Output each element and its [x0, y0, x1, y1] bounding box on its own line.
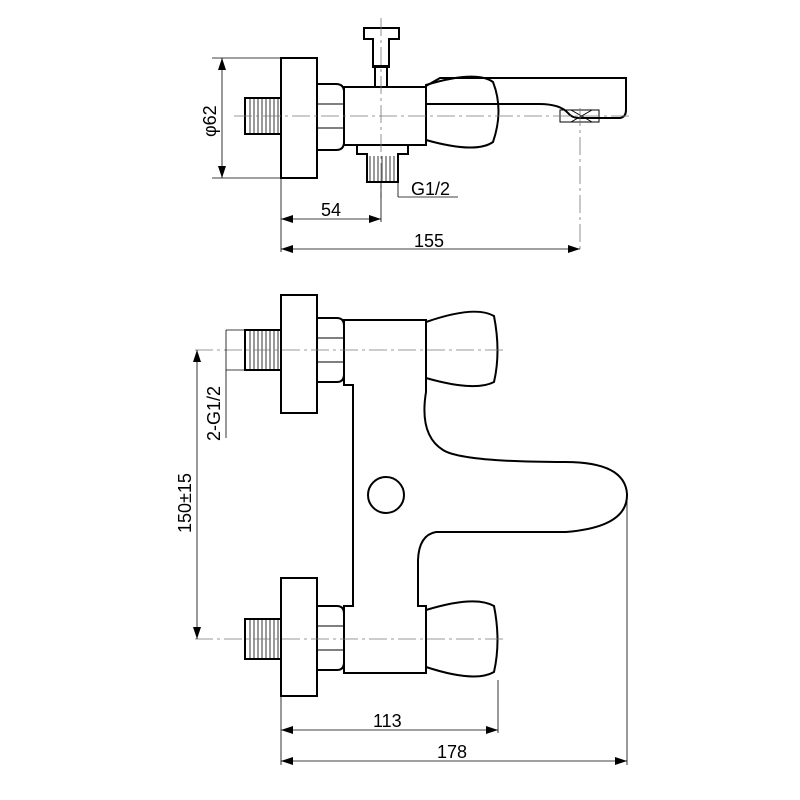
top-handle: [425, 75, 500, 149]
front-lower-handle: [425, 600, 499, 678]
top-view: φ62 G1/2 54 155: [200, 18, 630, 253]
dimension-113-label: 113: [373, 711, 402, 731]
front-lower-inlet-thread: [244, 618, 282, 660]
top-wall-flange: [280, 57, 318, 179]
top-diameter-label: φ62: [200, 105, 220, 137]
front-thread-label: 2-G1/2: [204, 386, 224, 441]
front-lower-nut: [316, 605, 345, 671]
front-diverter-knob: [367, 476, 405, 514]
top-thread-label: G1/2: [411, 179, 450, 199]
top-nut: [316, 83, 345, 151]
front-lower-flange: [280, 577, 318, 697]
top-diverter-knob: [363, 27, 400, 68]
dimension-178-label: 178: [437, 742, 467, 762]
front-upper-flange: [280, 294, 318, 414]
top-outlet-thread: [356, 144, 409, 183]
front-upper-inlet-thread: [244, 329, 282, 371]
dimension-54-label: 54: [321, 200, 341, 220]
front-spacing-label: 150±15: [175, 473, 195, 533]
dimension-155-label: 155: [414, 231, 444, 251]
front-upper-handle: [425, 310, 499, 388]
top-spout: [425, 77, 627, 119]
front-view: 2-G1/2 150±15 113 178: [175, 294, 629, 765]
front-main-body: [343, 319, 629, 674]
top-inlet-thread: [244, 97, 282, 135]
